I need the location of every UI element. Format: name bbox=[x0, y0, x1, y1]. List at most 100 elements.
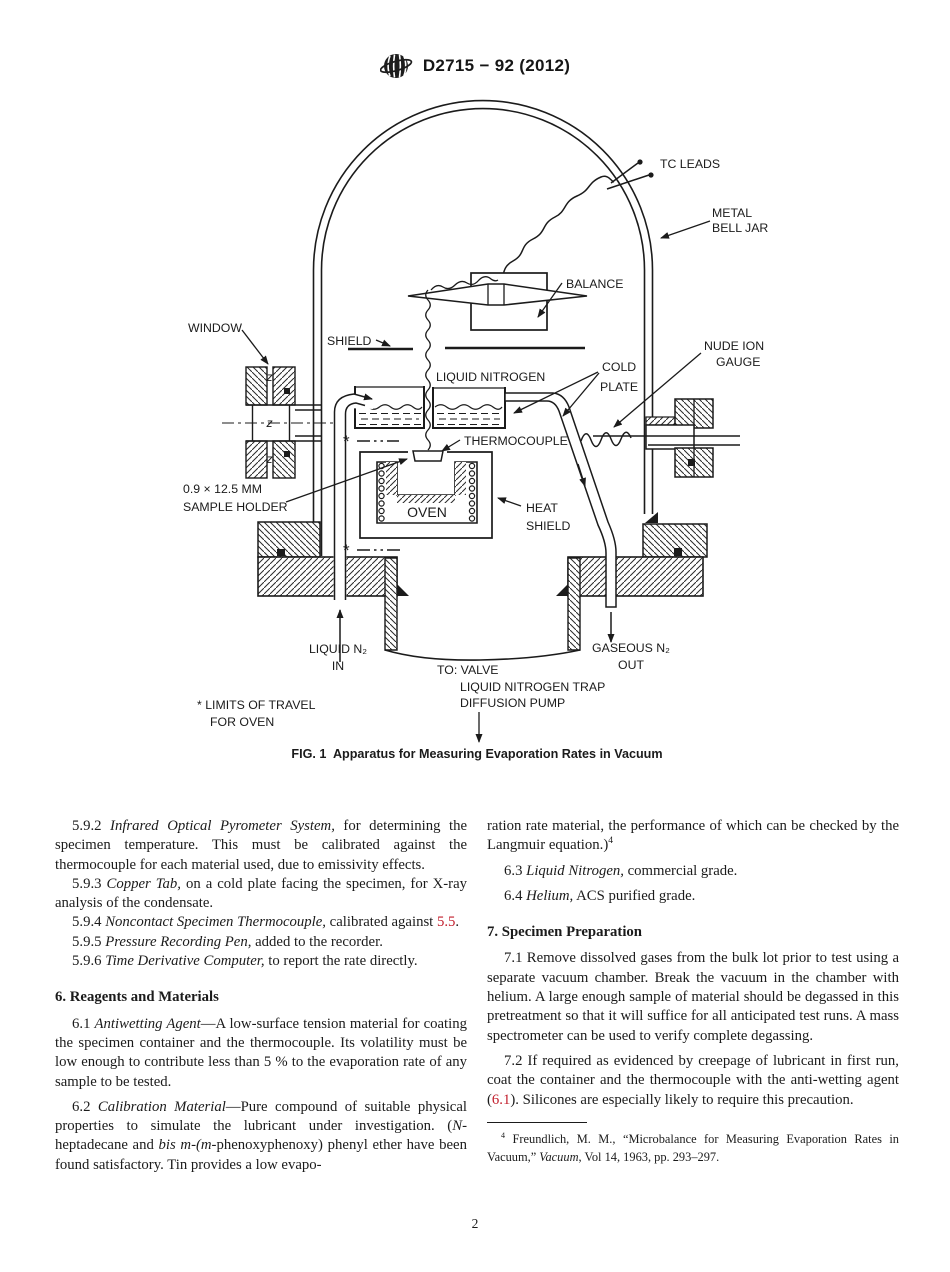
text-run: Calibration Material bbox=[97, 1098, 226, 1115]
text-run: 5.9.2 bbox=[72, 818, 111, 834]
standard-designation: D2715 − 92 (2012) bbox=[422, 56, 571, 75]
label-gaseous-n2-out: OUT bbox=[618, 658, 644, 672]
figure-caption: FIG. 1 Apparatus for Measuring Evaporati… bbox=[291, 747, 662, 761]
label-heat-shield: SHIELD bbox=[526, 519, 571, 533]
text-run: 5.9.6 bbox=[72, 953, 106, 970]
astm-logo-icon bbox=[379, 54, 413, 78]
ion-gauge-filament bbox=[580, 431, 632, 448]
text-run: N bbox=[452, 1118, 463, 1135]
label-liquid-n2-in: IN bbox=[332, 659, 344, 673]
label-metal-bell-jar: BELL JAR bbox=[712, 221, 768, 235]
label-nude-ion-gauge: NUDE ION bbox=[704, 339, 764, 353]
svg-text:z: z bbox=[266, 452, 273, 466]
paragraph: 6.4 Helium, ACS purified grade. bbox=[487, 887, 899, 906]
text-run: Noncontact Specimen Thermocouple, bbox=[105, 914, 326, 931]
document-header: D2715 − 92 (2012) bbox=[0, 50, 950, 82]
right-column-blocks: ration rate material, the performance of… bbox=[487, 817, 899, 1110]
paragraph: 5.9.4 Noncontact Specimen Thermocouple, … bbox=[55, 913, 467, 932]
paragraph: ration rate material, the performance of… bbox=[487, 817, 899, 856]
text-run: 4 bbox=[501, 1130, 506, 1140]
label-liquid-nitrogen: LIQUID NITROGEN bbox=[436, 370, 545, 384]
svg-text:*: * bbox=[343, 541, 350, 560]
label-to-valve: DIFFUSION PUMP bbox=[460, 696, 565, 710]
text-run: 5.9.4 bbox=[72, 914, 106, 931]
label-gaseous-n2-out: GASEOUS N₂ bbox=[592, 641, 670, 655]
body-columns: 5.9.2 Infrared Optical Pyrometer System,… bbox=[55, 817, 899, 1175]
column-left: 5.9.2 Infrared Optical Pyrometer System,… bbox=[55, 817, 467, 1175]
text-run: to report the rate directly. bbox=[264, 953, 418, 970]
label-sample-holder: 0.9 × 12.5 MM bbox=[183, 482, 262, 496]
heater-coils bbox=[378, 462, 476, 522]
footnote-rule bbox=[487, 1121, 587, 1123]
text-run: phenoxyphenoxy) phenyl ether have been f… bbox=[55, 1137, 467, 1173]
label-limits-of-travel: FOR OVEN bbox=[210, 715, 274, 729]
footnote: 4 Freundlich, M. M., “Microbalance for M… bbox=[487, 1130, 899, 1166]
page-number: 2 bbox=[471, 1216, 479, 1231]
paragraph: 7.1 Remove dissolved gases from the bulk… bbox=[487, 949, 899, 1045]
ion-gauge-feedthrough bbox=[580, 398, 740, 478]
label-shield: SHIELD bbox=[327, 334, 372, 348]
paragraph: 5.9.6 Time Derivative Computer, to repor… bbox=[55, 952, 467, 971]
label-window: WINDOW bbox=[188, 321, 242, 335]
column-right: ration rate material, the performance of… bbox=[487, 817, 899, 1175]
svg-text:z: z bbox=[266, 370, 273, 384]
text-run: commercial grade. bbox=[623, 862, 738, 879]
text-run: calibrated against bbox=[325, 914, 437, 931]
balance-assembly bbox=[407, 272, 588, 451]
liquid-nitrogen-troughs bbox=[354, 386, 506, 429]
text-run: 7. Specimen Preparation bbox=[487, 924, 642, 941]
text-run: Pressure Recording Pen, bbox=[105, 933, 252, 950]
oven-label: OVEN bbox=[407, 504, 447, 520]
text-run: 6.4 bbox=[504, 887, 527, 904]
tc-leads-wire bbox=[496, 159, 654, 290]
paragraph: 5.9.3 Copper Tab, on a cold plate facing… bbox=[55, 875, 467, 914]
section-ref[interactable]: 5.5 bbox=[436, 914, 456, 931]
label-nude-ion-gauge: GAUGE bbox=[716, 355, 760, 369]
liquid-n2-in-tube bbox=[333, 392, 373, 662]
bell-jar bbox=[312, 99, 654, 556]
label-limits-of-travel: * LIMITS OF TRAVEL bbox=[197, 698, 316, 712]
section-ref[interactable]: 6.1 bbox=[491, 1091, 511, 1108]
text-run: added to the recorder. bbox=[251, 933, 383, 950]
text-run: on a cold plate facing the specimen, for… bbox=[55, 875, 467, 912]
label-sample-holder: SAMPLE HOLDER bbox=[183, 500, 288, 514]
oven-assembly: OVEN bbox=[359, 450, 493, 539]
window-assembly: zzz bbox=[222, 366, 336, 479]
label-to-valve: TO: VALVE bbox=[437, 663, 499, 677]
text-run: Liquid Nitrogen, bbox=[526, 862, 624, 879]
text-run: for determining the specimen temperature… bbox=[55, 818, 468, 873]
text-run: —Pure compound of suitable physical prop… bbox=[55, 1098, 467, 1135]
label-tc-leads: TC LEADS bbox=[660, 157, 720, 171]
base-plate bbox=[257, 512, 708, 661]
section-heading: 6. Reagents and Materials bbox=[55, 988, 467, 1007]
label-metal-bell-jar: METAL bbox=[712, 206, 752, 220]
suspension-wire bbox=[425, 289, 431, 451]
text-run: -heptadecane and bbox=[55, 1118, 467, 1154]
text-run: Infrared Optical Pyrometer System, bbox=[110, 818, 335, 834]
text-run: . bbox=[455, 914, 460, 931]
section-heading: 7. Specimen Preparation bbox=[487, 923, 899, 942]
label-heat-shield: HEAT bbox=[526, 501, 558, 515]
paragraph: 5.9.2 Infrared Optical Pyrometer System,… bbox=[55, 817, 467, 875]
text-run: 5.9.3 bbox=[72, 875, 107, 892]
text-run: 5.9.5 bbox=[72, 933, 106, 950]
label-balance: BALANCE bbox=[566, 277, 623, 291]
text-run: ACS purified grade. bbox=[573, 887, 696, 904]
cold-plate-tube bbox=[504, 392, 617, 643]
paragraph: 6.2 Calibration Material—Pure compound o… bbox=[55, 1098, 467, 1175]
radiation-shield bbox=[348, 346, 585, 351]
leader-lines bbox=[241, 220, 711, 743]
text-run: Freundlich, M. M., “Microbalance for Mea… bbox=[487, 1131, 899, 1164]
text-run: Vacuum bbox=[539, 1149, 579, 1164]
text-run: 6.2 bbox=[72, 1098, 98, 1115]
svg-text:*: * bbox=[343, 432, 350, 451]
text-run: Helium, bbox=[526, 887, 574, 904]
text-run: 6. Reagents and Materials bbox=[55, 989, 219, 1006]
paragraph: 7.2 If required as evidenced by creepage… bbox=[487, 1052, 899, 1110]
label-to-valve: LIQUID NITROGEN TRAP bbox=[460, 680, 605, 694]
paragraph: 5.9.5 Pressure Recording Pen, added to t… bbox=[55, 933, 467, 952]
label-thermocouple: THERMOCOUPLE bbox=[464, 434, 568, 448]
pump-port-break-line bbox=[384, 649, 581, 661]
text-run: 7.1 Remove dissolved gases from the bulk… bbox=[487, 950, 899, 1044]
